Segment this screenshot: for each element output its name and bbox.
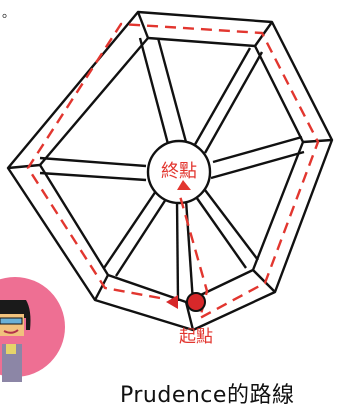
center-hub [146, 139, 212, 205]
hub-arrow-icon [177, 180, 191, 190]
track-tie [93, 274, 110, 301]
spoke [210, 150, 305, 180]
start-arrow-icon [166, 295, 178, 309]
avatar-glasses [0, 317, 23, 325]
edge-mark: 。 [2, 6, 16, 21]
spoke [39, 156, 147, 168]
spokes [39, 37, 305, 303]
spoke [103, 187, 159, 269]
start-label: 起點 [179, 327, 213, 347]
start-dot [186, 292, 206, 312]
spoke [39, 171, 147, 182]
track-inner-edge [38, 36, 305, 304]
center-label: 終點 [161, 161, 197, 182]
track-tie [7, 163, 41, 170]
avatar-mouth [3, 329, 19, 334]
track-outer-edge [6, 10, 334, 332]
spoke [156, 37, 188, 143]
track-tie [252, 269, 276, 293]
spoke [193, 193, 247, 269]
spoke [114, 195, 170, 277]
spoke [204, 189, 259, 261]
spoke [191, 47, 252, 149]
spoke [175, 199, 180, 302]
spoke [184, 199, 195, 303]
avatar-collar [6, 344, 16, 354]
spoke [212, 135, 303, 164]
prudence-avatar [0, 277, 65, 382]
spoke [203, 51, 264, 154]
route-caption: Prudence的路線 [120, 383, 295, 408]
track-tie [136, 11, 150, 39]
spoke [138, 37, 170, 145]
